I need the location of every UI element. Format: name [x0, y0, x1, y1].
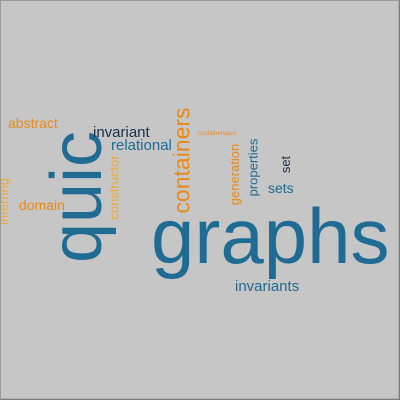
word-containers: containers	[168, 107, 195, 214]
word-abstract: abstract	[8, 115, 58, 131]
word-invariant: invariant	[93, 124, 150, 141]
word-generation: generation	[227, 143, 243, 206]
word-relational: relational	[111, 137, 172, 154]
word-invariants: invariants	[235, 278, 300, 295]
word-domain: domain	[19, 197, 65, 213]
word-constructor: constructor	[106, 155, 122, 220]
word-graphs: graphs	[151, 192, 390, 280]
word-containersquic: containersquic	[198, 131, 237, 137]
word-sets: sets	[268, 180, 294, 196]
word-properties: properties	[245, 138, 261, 197]
word-inferring: inferring	[0, 178, 11, 225]
word-set: set	[278, 155, 294, 174]
